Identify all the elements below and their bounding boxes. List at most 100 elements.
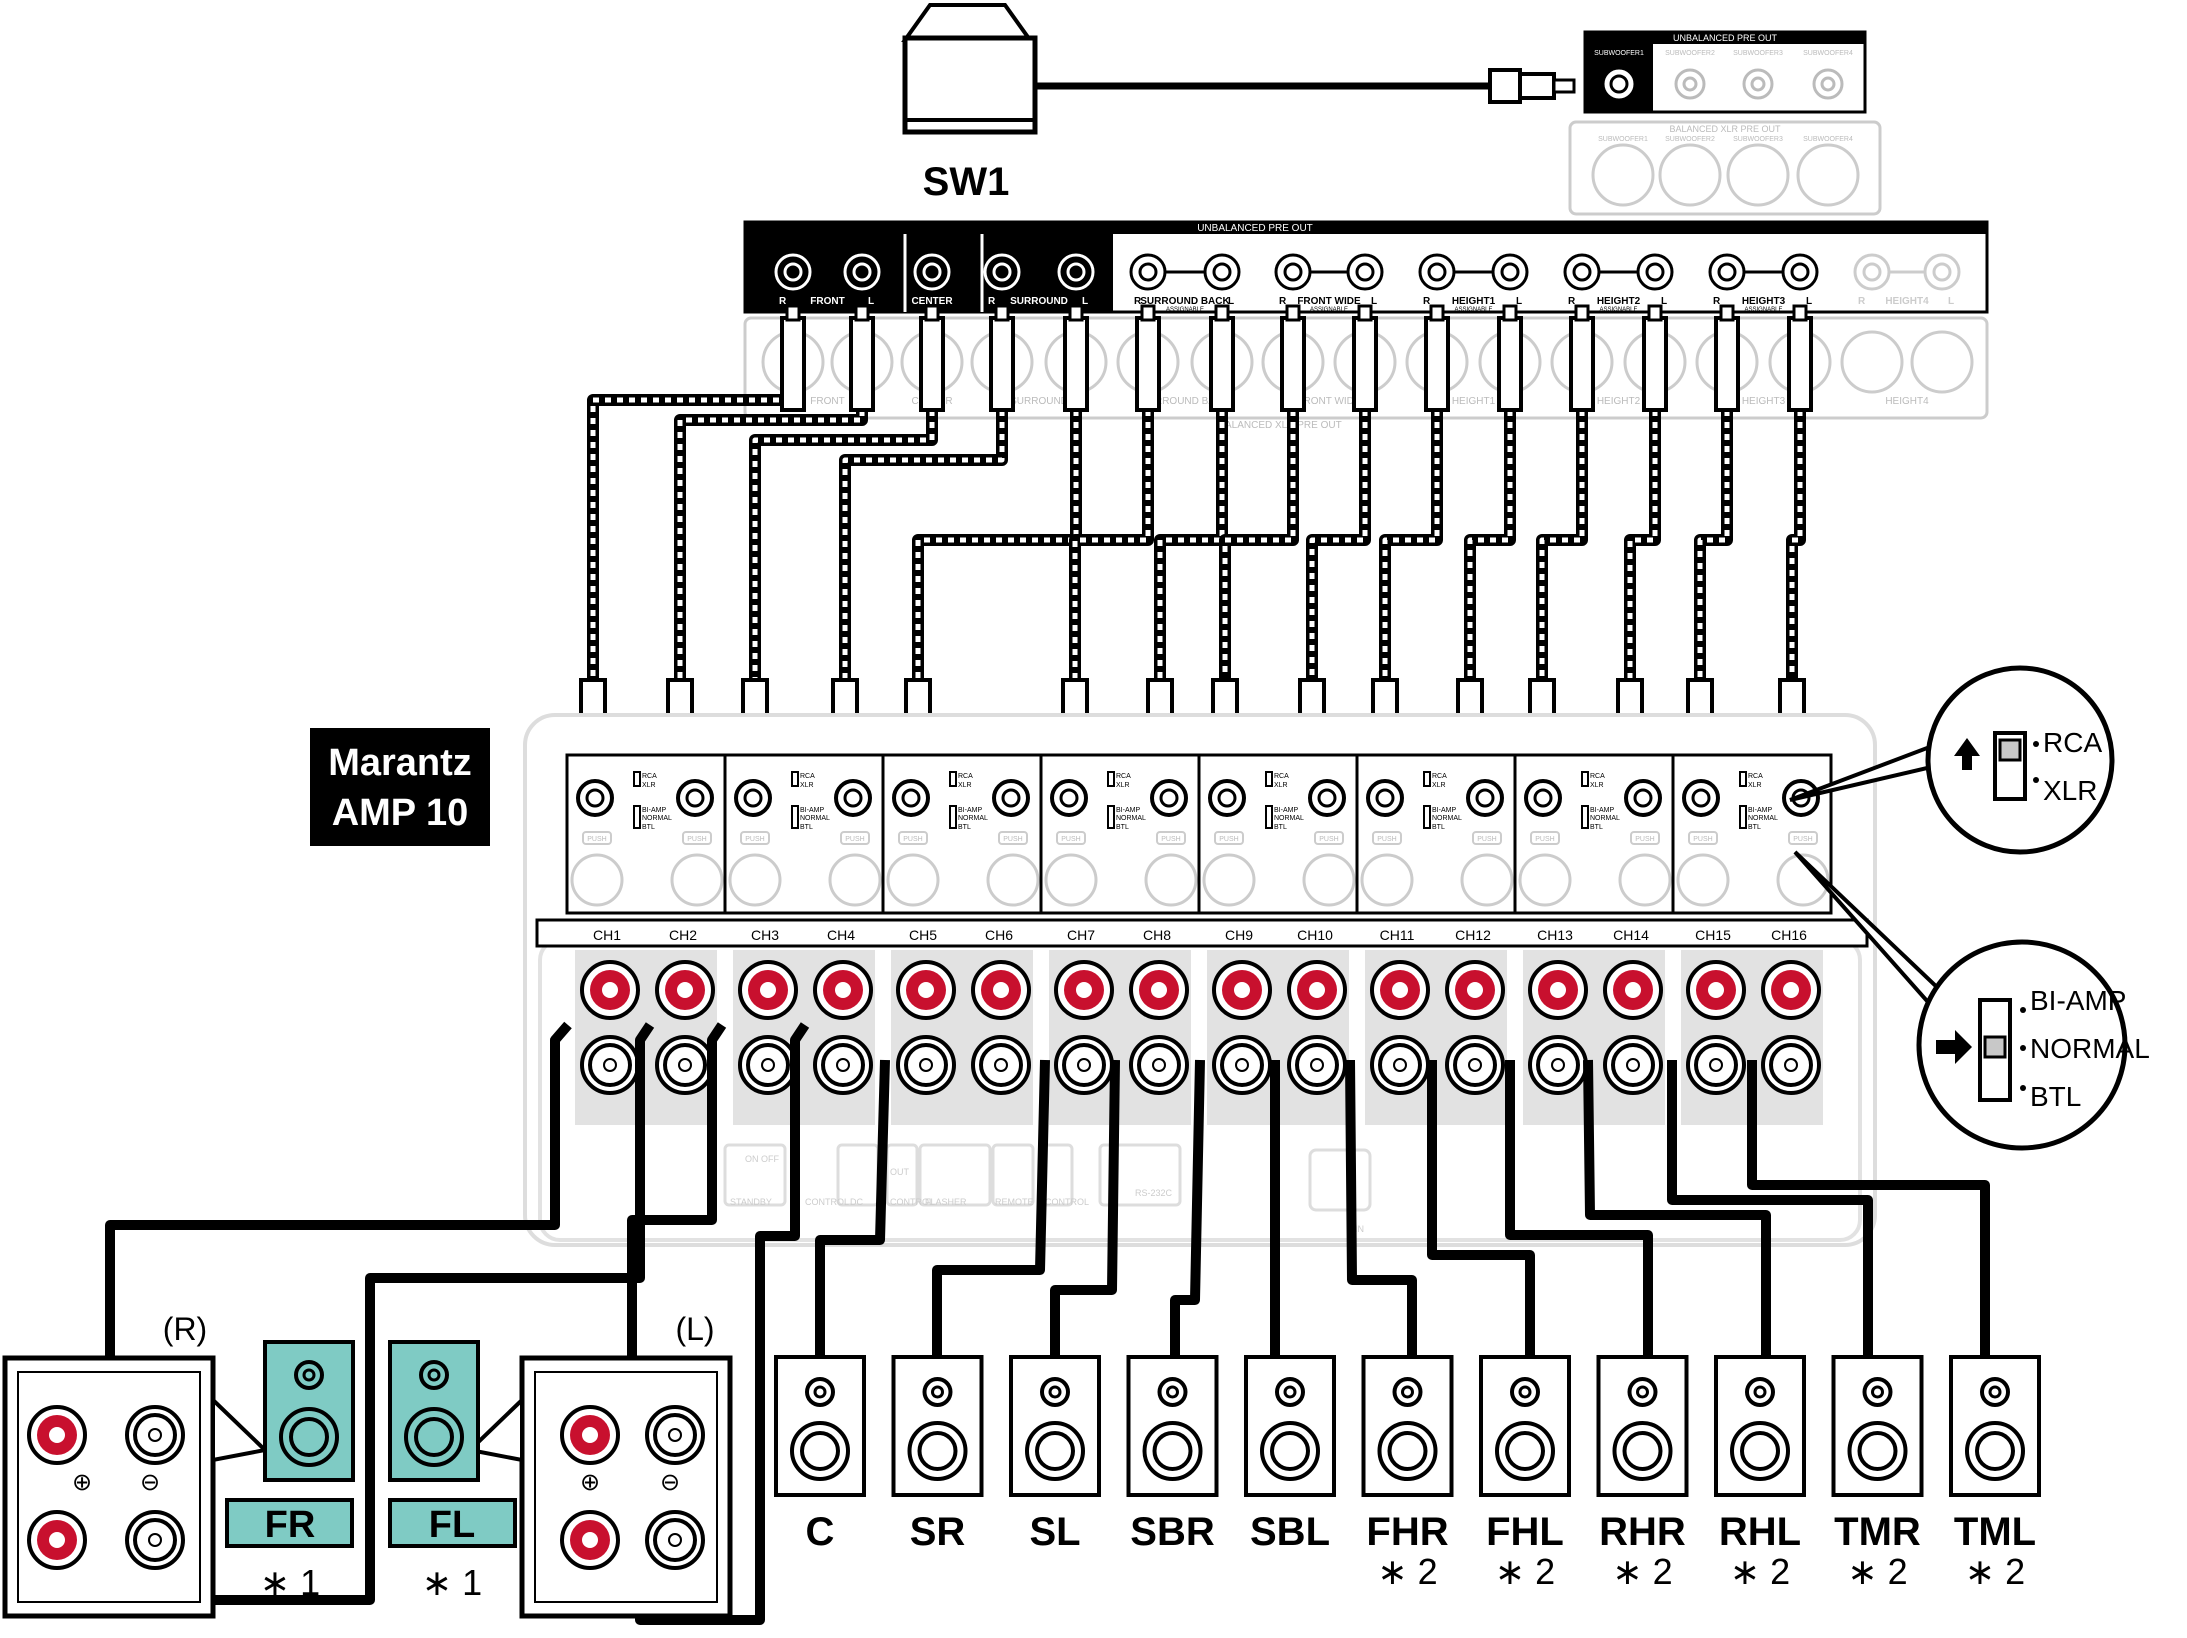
label-push: PUSH <box>1219 836 1238 843</box>
channel-r-tag: R <box>1568 296 1576 307</box>
xlr-input-jack <box>828 853 882 907</box>
xlr-group-label: HEIGHT2 <box>1597 396 1641 407</box>
label-biamp: BI-AMP <box>1274 807 1298 814</box>
label-push: PUSH <box>1635 836 1654 843</box>
speaker-icon <box>388 1340 480 1482</box>
xlr-input-jack <box>1518 853 1572 907</box>
plus-icon: ⊕ <box>72 1469 92 1496</box>
label-rca: RCA <box>1116 773 1131 780</box>
rca-plug <box>989 316 1015 412</box>
sub-xlr-jack-label: SUBWOOFER1 <box>1598 136 1648 143</box>
rca-jack <box>1781 253 1819 291</box>
bottom-label: REMOTE <box>995 1197 1034 1207</box>
speaker-wire <box>1583 1059 1771 1360</box>
front-left-note: ∗ 1 <box>422 1562 482 1603</box>
label-normal: NORMAL <box>958 815 988 822</box>
pre-out-group-label: FRONT WIDE <box>1297 296 1361 307</box>
terminal-black <box>645 1510 705 1570</box>
sub-xlr-title: BALANCED XLR PRE OUT <box>1669 124 1781 134</box>
speaker-wire <box>1505 1060 1653 1360</box>
rca-input-jack <box>1308 779 1346 817</box>
label-xlr: XLR <box>1432 782 1446 789</box>
speaker-label: TML <box>1954 1510 2036 1554</box>
rca-jack <box>1853 253 1891 291</box>
channel-label: CH1 <box>593 927 621 943</box>
rca-plug <box>1280 316 1306 412</box>
bottom-label: CONTROL <box>890 1197 934 1207</box>
xlr-input-jack <box>670 853 724 907</box>
channel-label: CH4 <box>827 927 855 943</box>
label-rca: RCA <box>1274 773 1289 780</box>
rca-jack <box>1274 253 1312 291</box>
label-btl: BTL <box>642 824 655 831</box>
front-right-speaker-group: (R) ⊕ ⊖ FR ∗ 1 <box>2 1311 355 1619</box>
rca-input-jack <box>1466 779 1504 817</box>
channel-label: CH5 <box>909 927 937 943</box>
sub-rca-jack <box>1812 68 1844 100</box>
mode-switch <box>633 805 641 829</box>
channel-l-tag: L <box>1371 296 1377 307</box>
input-switch <box>1739 771 1747 787</box>
terminal-red <box>560 1405 620 1465</box>
xlr-pre-out-title: BALANCED XLR PRE OUT <box>1218 420 1341 431</box>
speaker-note: ∗ 2 <box>1965 1551 2025 1592</box>
label-push: PUSH <box>1003 836 1022 843</box>
mode-option-biamp: BI-AMP <box>2030 985 2126 1016</box>
label-xlr: XLR <box>1748 782 1762 789</box>
amp-bottom-labels: ON OFF STANDBY CONTROL DC CONTROL FLASHE… <box>730 1154 1364 1234</box>
bottom-label: CONTROL <box>805 1197 849 1207</box>
rca-jack <box>1923 253 1961 291</box>
rca-cable <box>1464 410 1516 680</box>
label-push: PUSH <box>745 836 764 843</box>
amp-terminals <box>575 950 1823 1125</box>
pre-out-group-label: CENTER <box>911 296 953 307</box>
channel-l-tag: L <box>1228 296 1234 307</box>
label-btl: BTL <box>1590 824 1603 831</box>
xlr-input-jack <box>1676 853 1730 907</box>
xlr-input-jack <box>570 853 624 907</box>
xlr-group-label: FRONT WIDE <box>1297 396 1360 407</box>
minus-icon: ⊖ <box>660 1469 680 1496</box>
amp-label: Marantz AMP 10 <box>310 728 490 846</box>
speaker-label: SR <box>910 1510 966 1554</box>
pre-out-group: CENTER <box>911 253 953 307</box>
label-push: PUSH <box>1793 836 1812 843</box>
assignable-tag: ASSIGNABLE <box>1310 307 1348 313</box>
xlr-jack <box>1840 330 1904 394</box>
rca-plug <box>1424 316 1450 412</box>
rca-input-jack <box>1366 779 1404 817</box>
minus-icon: ⊖ <box>140 1469 160 1496</box>
xlr-input-jack <box>1460 853 1514 907</box>
pre-out-group-label: SURROUND <box>1010 296 1068 307</box>
rca-jack <box>1708 253 1746 291</box>
speaker-label: RHL <box>1719 1510 1801 1554</box>
label-btl: BTL <box>800 824 813 831</box>
speaker-terminal-pair <box>1528 960 1588 1095</box>
xlr-group-label: HEIGHT3 <box>1742 396 1786 407</box>
rca-plug <box>1714 316 1740 412</box>
speaker-wire <box>105 1021 572 1408</box>
rca-jack <box>1346 253 1384 291</box>
amp-label-line2: AMP 10 <box>332 792 469 834</box>
xlr-input-jack <box>1618 853 1672 907</box>
label-push: PUSH <box>1061 836 1080 843</box>
mode-switch <box>1423 805 1431 829</box>
sub-rca-jack <box>1674 68 1706 100</box>
speaker-tmr: TMR∗ 2 <box>1831 1355 1924 1592</box>
rca-input-jack <box>1208 779 1246 817</box>
label-rca: RCA <box>1432 773 1447 780</box>
rca-cable <box>1536 410 1588 680</box>
xlr-group-label: HEIGHT4 <box>1885 396 1929 407</box>
rca-jack <box>1418 253 1456 291</box>
rca-input-jack <box>1682 779 1720 817</box>
rca-cable <box>1306 410 1371 680</box>
